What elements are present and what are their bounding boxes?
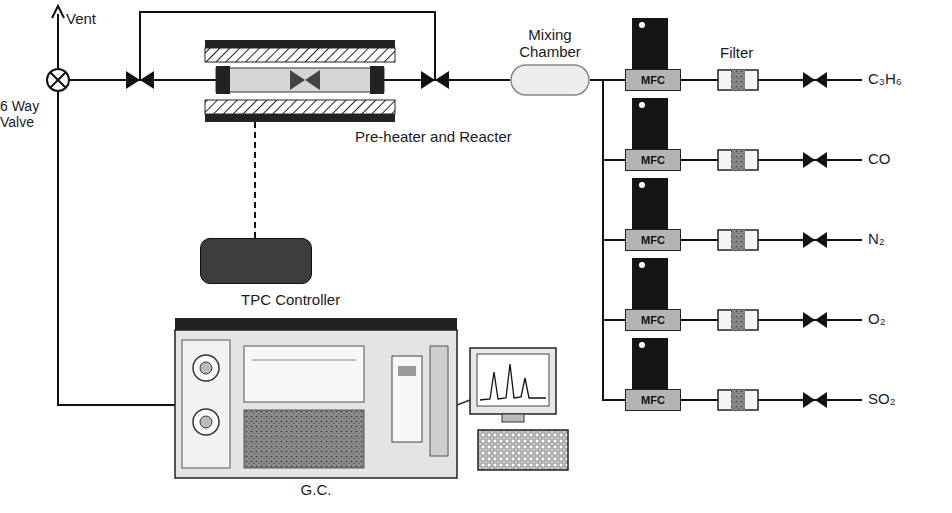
gas-name: CO bbox=[868, 150, 891, 167]
filter-label: Filter bbox=[720, 44, 753, 61]
reactor: Pre-heater and Reacter bbox=[205, 40, 395, 122]
mfc-box: MFC bbox=[625, 69, 681, 91]
node-label: TPC Controller bbox=[241, 291, 340, 308]
furnace bbox=[205, 40, 395, 122]
pipe-connector bbox=[590, 80, 625, 320]
gas-name: C₃H₆ bbox=[868, 70, 902, 87]
gas-name: O₂ bbox=[868, 310, 886, 327]
gas-chromatograph-box: G.C. bbox=[175, 318, 457, 478]
mfc-box: MFC bbox=[625, 309, 681, 331]
vent-arrow bbox=[52, 6, 64, 68]
node-label: MFC bbox=[641, 394, 665, 407]
mfc-box: MFC bbox=[625, 229, 681, 251]
mfc-box: MFC bbox=[625, 389, 681, 411]
pipe-connector bbox=[254, 122, 256, 238]
pipe-connector bbox=[590, 80, 625, 400]
node-label: MFC bbox=[641, 234, 665, 247]
computer bbox=[457, 348, 568, 470]
valve-symbol bbox=[46, 68, 70, 92]
pipe-connector bbox=[590, 80, 625, 240]
gas-name: SO₂ bbox=[868, 390, 896, 407]
pipe-connector bbox=[58, 92, 175, 405]
vent-label: Vent bbox=[66, 10, 96, 27]
mixing-chamber: Mixing Chamber bbox=[510, 64, 590, 96]
node-label: 6 Way Valve bbox=[0, 98, 44, 130]
node-label: MFC bbox=[641, 314, 665, 327]
gas-chromatograph bbox=[175, 318, 457, 478]
gas-name: N₂ bbox=[868, 230, 885, 247]
node-label: Mixing Chamber bbox=[512, 26, 588, 61]
node-label: G.C. bbox=[175, 481, 457, 498]
node-label: MFC bbox=[641, 74, 665, 87]
chamber-outline bbox=[510, 64, 590, 96]
six-way-valve: 6 Way Valve bbox=[46, 68, 70, 92]
tpc-controller: TPC Controller bbox=[200, 238, 312, 284]
mfc-box: MFC bbox=[625, 149, 681, 171]
pipe-connector bbox=[590, 80, 625, 160]
node-label: MFC bbox=[641, 154, 665, 167]
node-label: Pre-heater and Reacter bbox=[355, 128, 512, 145]
